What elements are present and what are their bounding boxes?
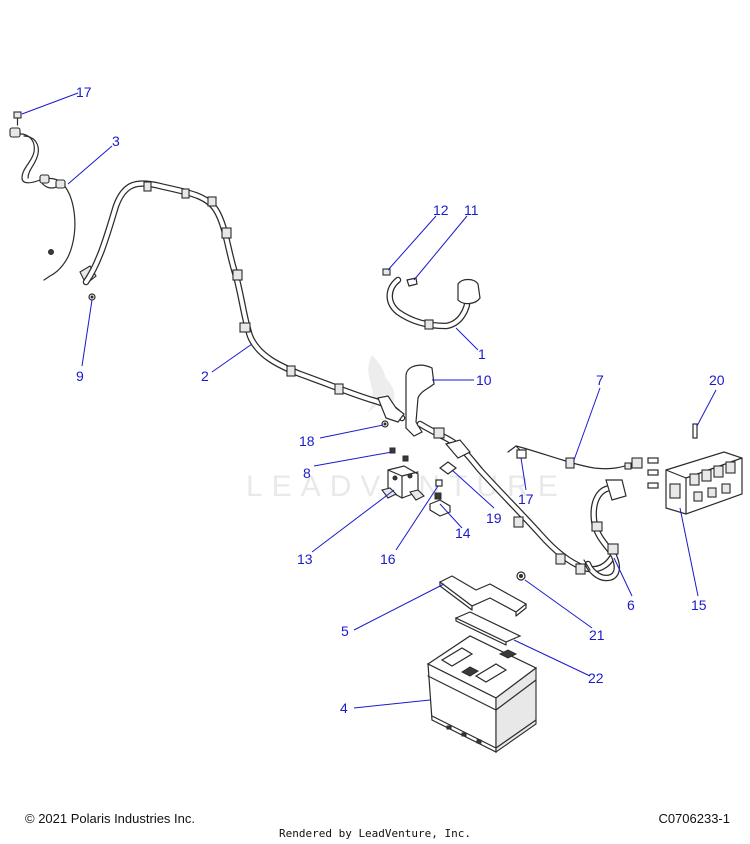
leader-18 bbox=[319, 424, 384, 439]
part-14-bracket bbox=[429, 499, 451, 517]
callout-18[interactable]: 18 bbox=[299, 433, 315, 449]
part-11-bolt bbox=[406, 277, 418, 287]
callout-5[interactable]: 5 bbox=[341, 623, 349, 639]
leader-17-mid bbox=[520, 457, 527, 491]
part-16-stud bbox=[434, 479, 443, 500]
leader-17-top bbox=[21, 92, 79, 115]
leader-1 bbox=[455, 327, 479, 351]
callout-8[interactable]: 8 bbox=[303, 465, 311, 481]
part-4-battery bbox=[426, 635, 538, 754]
part-18-nut bbox=[381, 420, 389, 428]
leader-2 bbox=[211, 343, 253, 373]
part-1-cable bbox=[386, 276, 481, 330]
callout-1[interactable]: 1 bbox=[478, 346, 486, 362]
part-19-connector bbox=[439, 461, 457, 475]
part-5-bracket bbox=[438, 575, 528, 617]
callout-13[interactable]: 13 bbox=[297, 551, 313, 567]
callout-20[interactable]: 20 bbox=[709, 372, 725, 388]
callout-19[interactable]: 19 bbox=[486, 510, 502, 526]
leader-20 bbox=[696, 389, 717, 427]
copyright-text: © 2021 Polaris Industries Inc. bbox=[25, 811, 195, 826]
leader-21 bbox=[524, 579, 593, 629]
part-22-pad bbox=[454, 611, 522, 646]
part-6-cable bbox=[583, 479, 627, 582]
leader-19 bbox=[451, 469, 495, 509]
part-12-bolt bbox=[382, 268, 391, 276]
callout-2[interactable]: 2 bbox=[201, 368, 209, 384]
part-21-clip bbox=[516, 571, 526, 581]
leader-4 bbox=[353, 699, 431, 709]
part-20-pin bbox=[647, 423, 698, 489]
leader-13 bbox=[311, 489, 395, 553]
callout-17-top[interactable]: 17 bbox=[76, 84, 92, 100]
leader-11 bbox=[413, 215, 468, 281]
part-17-bolt-mid bbox=[516, 449, 527, 459]
leader-lines bbox=[21, 92, 717, 709]
part-2-harness bbox=[82, 180, 406, 423]
callout-17-mid[interactable]: 17 bbox=[518, 491, 534, 507]
callout-21[interactable]: 21 bbox=[589, 627, 605, 643]
leader-6 bbox=[613, 557, 633, 597]
leader-7 bbox=[573, 387, 601, 461]
part-8-nut bbox=[389, 447, 409, 462]
callout-7[interactable]: 7 bbox=[596, 372, 604, 388]
part-13-relay bbox=[381, 465, 425, 501]
part-7-cable bbox=[507, 445, 643, 470]
part-15-fuse-block bbox=[665, 451, 743, 515]
callout-14[interactable]: 14 bbox=[455, 525, 471, 541]
part-17-bolt-top bbox=[13, 111, 22, 126]
callout-3[interactable]: 3 bbox=[112, 133, 120, 149]
callout-9[interactable]: 9 bbox=[76, 368, 84, 384]
part-9-nut bbox=[88, 293, 96, 301]
leader-5 bbox=[353, 583, 445, 631]
callout-10[interactable]: 10 bbox=[476, 372, 492, 388]
part-10-boot bbox=[405, 364, 618, 575]
callout-11[interactable]: 11 bbox=[464, 202, 479, 218]
leader-16 bbox=[395, 485, 439, 551]
callout-4[interactable]: 4 bbox=[340, 700, 348, 716]
leader-22 bbox=[513, 639, 591, 677]
leader-14 bbox=[439, 503, 463, 529]
callout-12[interactable]: 12 bbox=[433, 202, 449, 218]
diagram-code: C0706233-1 bbox=[658, 811, 730, 826]
callout-labels: 17 3 9 2 12 11 1 10 7 20 18 8 17 19 13 1… bbox=[76, 84, 725, 716]
rendered-by-text: Rendered by LeadVenture, Inc. bbox=[278, 827, 472, 840]
callout-22[interactable]: 22 bbox=[588, 670, 604, 686]
leader-12 bbox=[387, 215, 437, 271]
callout-15[interactable]: 15 bbox=[691, 597, 707, 613]
part-3-cable bbox=[9, 127, 97, 285]
leader-8 bbox=[313, 451, 393, 467]
leader-15 bbox=[679, 507, 699, 597]
callout-16[interactable]: 16 bbox=[380, 551, 396, 567]
leader-3 bbox=[67, 145, 113, 185]
callout-6[interactable]: 6 bbox=[627, 597, 635, 613]
leader-9 bbox=[81, 299, 93, 367]
